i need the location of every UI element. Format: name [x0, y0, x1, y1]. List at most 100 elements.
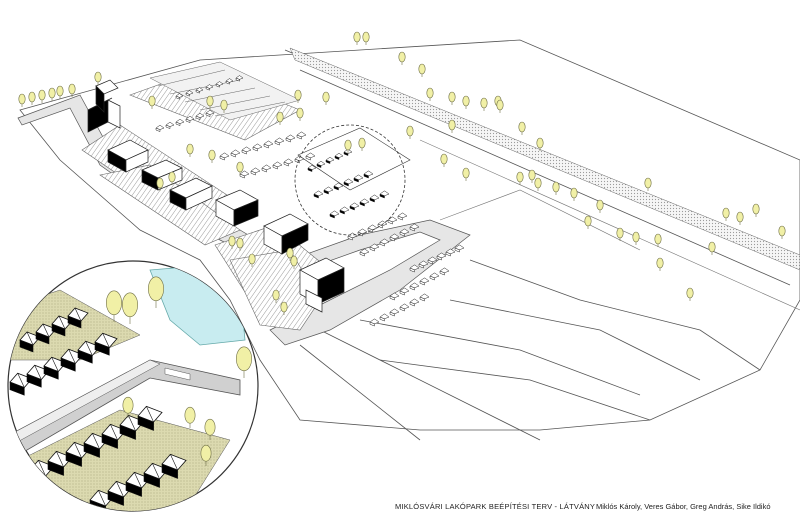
tree-icon — [322, 91, 330, 105]
house — [241, 146, 252, 155]
house — [137, 405, 163, 431]
house — [83, 432, 109, 458]
parkland-strip — [289, 47, 800, 311]
tree-icon — [290, 255, 298, 269]
tree-icon — [708, 241, 716, 255]
house — [334, 152, 344, 160]
tree-icon — [440, 153, 448, 167]
tree-icon — [296, 107, 304, 121]
house — [35, 323, 57, 345]
house — [307, 164, 317, 172]
block-4 — [215, 189, 259, 227]
house — [377, 220, 388, 229]
house — [313, 190, 324, 199]
house — [369, 243, 380, 252]
tree-icon — [200, 444, 212, 466]
house — [329, 210, 340, 219]
tree-icon — [294, 89, 302, 103]
tree-icon — [552, 181, 560, 195]
tree-icon — [186, 143, 194, 157]
house — [205, 109, 215, 117]
tree-icon — [280, 301, 288, 315]
house — [43, 356, 67, 380]
house — [263, 140, 274, 149]
block-5 — [263, 213, 309, 255]
house — [219, 152, 230, 161]
tree-icon — [48, 87, 56, 101]
house — [60, 348, 84, 372]
house — [235, 75, 244, 82]
house — [225, 78, 234, 85]
house — [387, 216, 398, 225]
tree-icon — [528, 169, 536, 183]
tree-icon — [406, 125, 414, 139]
house — [399, 228, 410, 237]
house — [155, 124, 165, 132]
house — [175, 93, 184, 100]
house — [239, 170, 250, 179]
block-1 — [107, 139, 149, 173]
apartment-blocks — [87, 79, 345, 313]
tree-icon — [148, 276, 164, 308]
house — [379, 313, 390, 322]
house — [427, 256, 438, 265]
block-3 — [169, 177, 213, 211]
plan-title: MIKLÓSVÁRI LAKÓPARK BEÉPÍTÉSI TERV - LÁT… — [395, 502, 596, 511]
tree-icon — [654, 233, 662, 247]
house — [185, 90, 194, 97]
house — [389, 233, 400, 242]
tree-icon — [236, 346, 252, 378]
tree-icon — [570, 187, 578, 201]
tree-icon — [644, 177, 652, 191]
tree-icon — [596, 199, 604, 213]
tree-icon — [462, 167, 470, 181]
tree-icon — [168, 171, 176, 185]
house — [419, 293, 430, 302]
tree-icon — [752, 203, 760, 217]
house — [389, 292, 400, 301]
tree-icon — [148, 95, 156, 109]
tree-icon — [584, 215, 592, 229]
house — [185, 115, 195, 123]
tree-icon — [276, 111, 284, 125]
house — [418, 260, 429, 269]
house — [409, 223, 420, 232]
house — [347, 232, 358, 241]
house — [389, 308, 400, 317]
house — [343, 178, 354, 187]
house — [175, 118, 185, 126]
house — [205, 84, 214, 91]
tree-icon — [353, 31, 361, 45]
tree-icon — [228, 235, 236, 249]
tree-icon — [362, 31, 370, 45]
tree-icon — [536, 137, 544, 151]
tree-icon — [68, 83, 76, 97]
inset-houses — [9, 307, 187, 511]
tree-icon — [56, 85, 64, 99]
tree-icon — [398, 51, 406, 65]
tree-icon — [496, 99, 504, 113]
tree-icon — [204, 418, 216, 440]
house — [439, 267, 450, 276]
block-6 — [299, 257, 345, 313]
tree-icon — [518, 121, 526, 135]
house — [67, 307, 89, 329]
house — [94, 332, 118, 356]
house — [230, 149, 241, 158]
house — [215, 81, 224, 88]
house — [363, 170, 374, 179]
tree-icon — [778, 225, 786, 239]
house — [283, 158, 294, 167]
house — [379, 238, 390, 247]
tree-icon — [236, 161, 244, 175]
house — [285, 134, 296, 143]
house — [296, 131, 307, 140]
inset-detail-circle — [7, 260, 259, 512]
house — [261, 164, 272, 173]
house — [397, 212, 408, 221]
tree-icon — [208, 149, 216, 163]
tree-icon — [18, 93, 26, 107]
tree-icon — [344, 139, 352, 153]
house — [353, 174, 364, 183]
